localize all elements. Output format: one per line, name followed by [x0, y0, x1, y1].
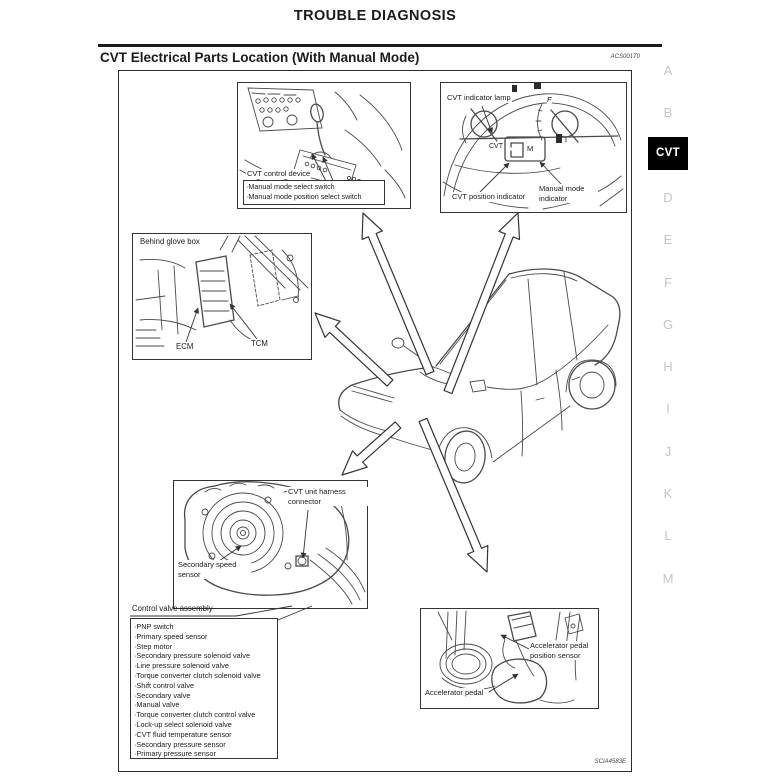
sidebar-tab-active: CVT [648, 136, 688, 170]
section-title: CVT Electrical Parts Location (With Manu… [100, 50, 420, 65]
title-rule [98, 44, 662, 47]
sidebar-tab-j: J [664, 443, 672, 459]
list-item: ·Torque converter clutch control valve [134, 710, 256, 720]
list-item: ·Line pressure solenoid valve [134, 661, 229, 671]
list-item: ·CVT fluid temperature sensor [134, 729, 232, 739]
sidebar-tab-f: F [664, 274, 672, 290]
list-item: ·Shift control valve [134, 680, 195, 690]
sidebar-tab-b: B [663, 105, 673, 121]
figure-frame [118, 70, 632, 772]
sidebar-tab-a: A [663, 63, 673, 78]
list-item: ·Secondary pressure solenoid valve [134, 651, 251, 661]
sidebar-tab-d: D [663, 189, 673, 205]
page-title: TROUBLE DIAGNOSIS [293, 8, 457, 24]
control-device-box [237, 82, 411, 209]
pedal-box [420, 608, 599, 709]
ecm-label: ECM [175, 342, 195, 352]
transmission-box [173, 480, 368, 609]
sidebar-tab-i: I [666, 401, 670, 417]
cluster-box [440, 82, 627, 213]
list-item: ·Step motor [134, 641, 173, 651]
glovebox-title: Behind glove box [139, 237, 201, 247]
list-item: ·Lock-up select solenoid valve [134, 719, 232, 729]
figure-code-bottom: SCIA4583E [594, 759, 626, 765]
list-item: ·Manual mode select switch [246, 182, 335, 191]
list-item: ·PNP switch [134, 622, 174, 631]
cvt-indicator-lamp-label: CVT indicator lamp [446, 93, 512, 103]
cvt-lamp-text: CVT [488, 142, 504, 152]
sidebar-tab-k: K [663, 486, 673, 501]
sidebar-tab-m: M [662, 570, 674, 586]
sidebar-tab-l: L [664, 528, 672, 544]
control-device-title: CVT control device [246, 169, 312, 179]
accel-pedal-label: Accelerator pedal [424, 688, 485, 698]
figure-code-top: ACS001T0 [610, 54, 640, 60]
accel-pedal-position-sensor-label: Accelerator pedal position sensor [529, 641, 597, 660]
list-item: ·Secondary pressure sensor [134, 739, 226, 749]
list-item: ·Torque converter clutch solenoid valve [134, 670, 261, 680]
secondary-speed-sensor-label: Secondary speed sensor [177, 560, 251, 579]
cvt-position-indicator-label: CVT position indicator [451, 192, 527, 202]
fuel-gauge-f-label: F [547, 95, 552, 104]
list-item: ·Manual mode position select switch [246, 192, 362, 202]
control-valve-title: Control valve assembly [132, 604, 213, 613]
list-item: ·Primary speed sensor [134, 631, 208, 641]
cvt-harness-connector-label: CVT unit harness connector [287, 487, 371, 506]
sidebar-tab-e: E [663, 232, 673, 248]
control-valve-list: ·PNP switch·Primary speed sensor·Step mo… [130, 618, 278, 759]
sidebar-tab-g: G [662, 316, 674, 332]
manual-mode-indicator-label: Manual mode indicator [538, 184, 598, 203]
list-item: ·Secondary valve [134, 690, 191, 700]
tcm-label: TCM [250, 339, 269, 349]
glovebox-box [132, 233, 312, 360]
control-device-list: ·Manual mode select switch·Manual mode p… [243, 180, 385, 205]
manual-mode-display-char: M [527, 144, 534, 153]
list-item: ·Primary pressure sensor [134, 749, 216, 759]
sidebar-tab-h: H [663, 359, 673, 375]
list-item: ·Manual valve [134, 700, 180, 710]
